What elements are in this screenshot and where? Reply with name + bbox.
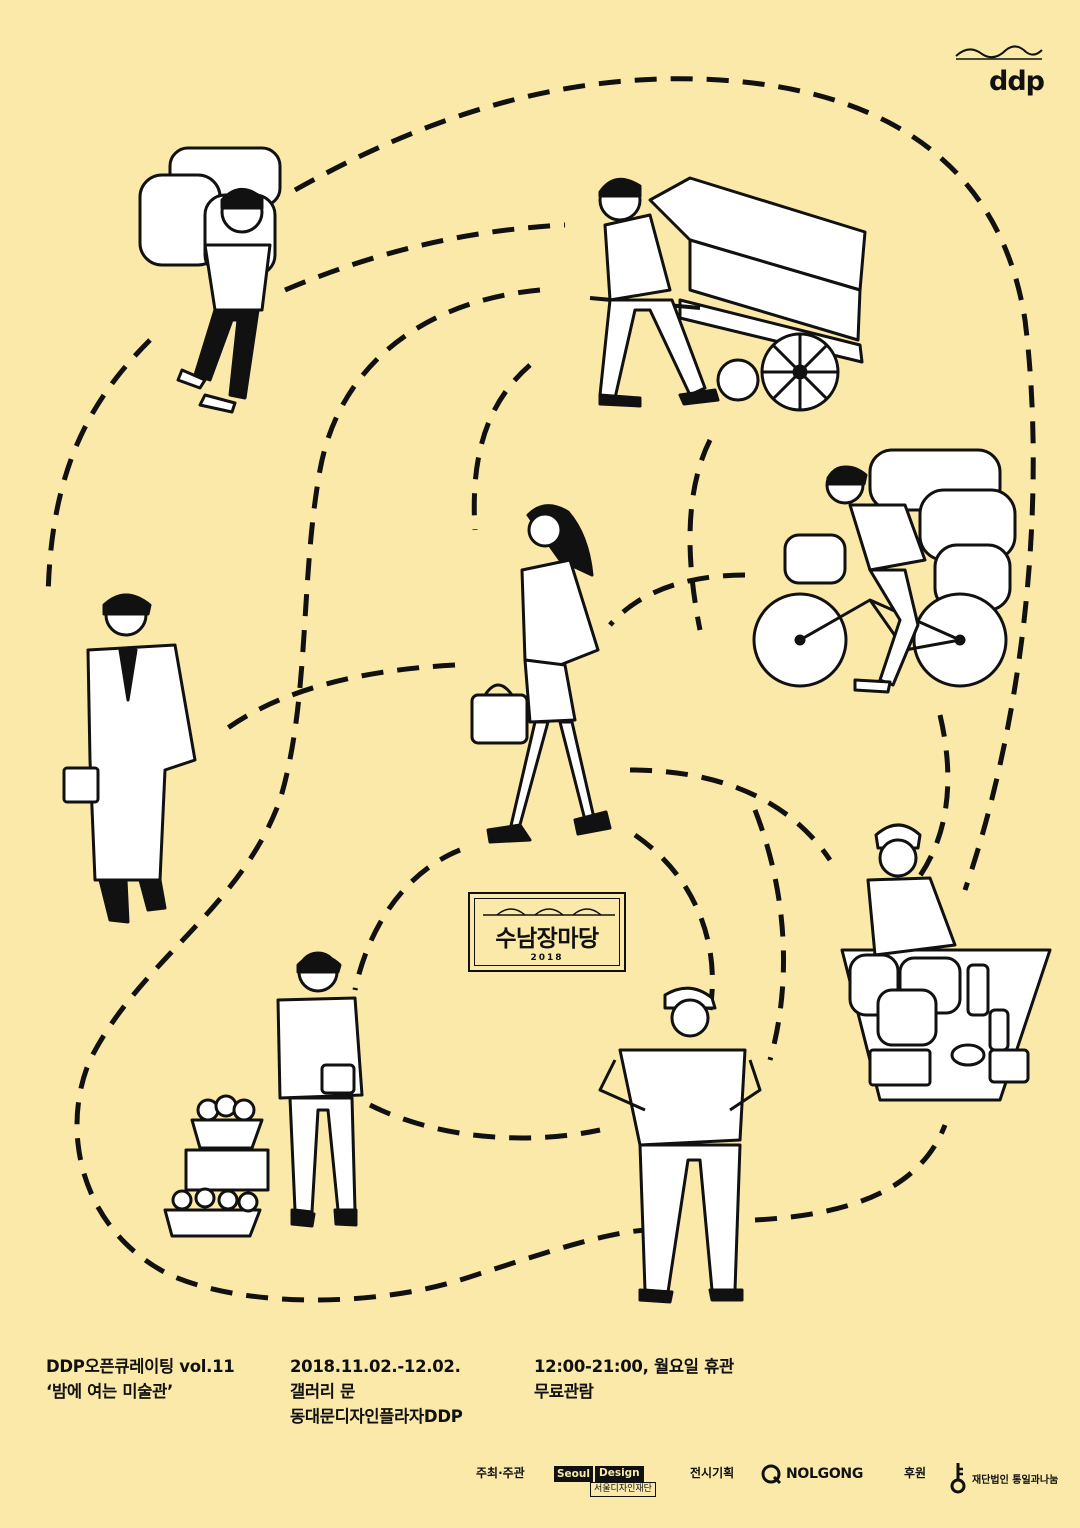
dashed-path-inner-top — [284, 222, 566, 293]
illustration — [45, 76, 1052, 1304]
sponsors-row: 주최·주관 Seoul Design 서울디자인재단 전시기획 NOLGONG … — [0, 1460, 1080, 1500]
dashed-path-businessman — [223, 662, 456, 733]
seoul-design-foundation-text: 서울디자인재단 — [590, 1482, 656, 1497]
dashed-path-fruit — [352, 847, 461, 991]
host-label: 주최·주관 — [476, 1466, 525, 1480]
vendor-figure — [840, 823, 1052, 1102]
bicycle-man-figure — [752, 448, 1017, 694]
dashed-path-worker — [752, 809, 786, 1061]
info-line: 무료관람 — [534, 1382, 594, 1401]
info-line: 2018.11.02.-12.02. — [290, 1357, 461, 1376]
nolgong-logo: NOLGONG — [760, 1462, 863, 1486]
ddp-logo-text: ddp — [989, 66, 1045, 97]
title-badge: 수남장마당 2018 — [468, 892, 626, 972]
info-line: ‘밤에 여는 미술관’ — [46, 1382, 173, 1401]
info-line: 갤러리 문 — [290, 1382, 355, 1401]
info-column-exhibition: DDP오픈큐레이팅 vol.11 ‘밤에 여는 미술관’ — [46, 1354, 235, 1404]
support-label: 후원 — [904, 1466, 927, 1480]
seoul-text: Seoul — [554, 1466, 593, 1482]
cart-man-figure — [589, 176, 867, 412]
info-column-date-venue: 2018.11.02.-12.02. 갤러리 문 동대문디자인플라자DDP — [290, 1354, 463, 1429]
planning-label: 전시기획 — [690, 1466, 735, 1480]
nolgong-q-icon — [761, 1464, 782, 1485]
dashed-path-left-loop — [74, 287, 671, 1303]
dashed-path-bottom-right — [754, 1124, 948, 1223]
tongil-logo: 재단법인 통일과나눔 — [948, 1460, 1058, 1496]
info-line: 동대문디자인플라자DDP — [290, 1407, 463, 1426]
dashed-path-center-low — [633, 832, 715, 1011]
dashed-path-center-right — [687, 438, 713, 631]
info-column-hours: 12:00-21:00, 월요일 휴관 무료관람 — [534, 1354, 734, 1404]
dashed-path-bottom-mid — [368, 1102, 601, 1141]
tongil-key-icon — [950, 1463, 966, 1494]
info-line: DDP오픈큐레이팅 vol.11 — [46, 1357, 235, 1376]
dashed-path-left-top — [45, 338, 152, 601]
dashed-path-right-short — [898, 714, 951, 902]
badge-title: 수남장마당 — [495, 926, 599, 952]
info-line: 12:00-21:00, 월요일 휴관 — [534, 1357, 734, 1376]
fruit-seller-figure — [163, 951, 364, 1238]
seoul-design-logo: Seoul Design 서울디자인재단 — [554, 1466, 658, 1498]
seoul-design-logo-top: Seoul Design — [554, 1466, 644, 1482]
arch-icon — [483, 908, 615, 916]
nolgong-text: NOLGONG — [786, 1466, 864, 1482]
dashed-path-outer-right — [293, 76, 1036, 891]
title-badge-inner: 수남장마당 2018 — [474, 898, 620, 966]
dashed-path-bicycle — [608, 572, 746, 627]
ddp-wave-icon — [955, 45, 1043, 60]
dashed-path-vendor — [629, 767, 833, 862]
woman-figure — [470, 504, 612, 844]
dashed-path-center-top — [471, 363, 532, 531]
worker-figure — [598, 986, 762, 1304]
porter-figure — [138, 146, 282, 414]
design-text: Design — [594, 1466, 644, 1482]
dashed-paths — [45, 76, 1036, 1303]
badge-year: 2018 — [530, 953, 564, 963]
tongil-text: 재단법인 통일과나눔 — [972, 1474, 1059, 1486]
businessman-figure — [62, 593, 197, 924]
ddp-logo: ddp — [954, 42, 1045, 97]
